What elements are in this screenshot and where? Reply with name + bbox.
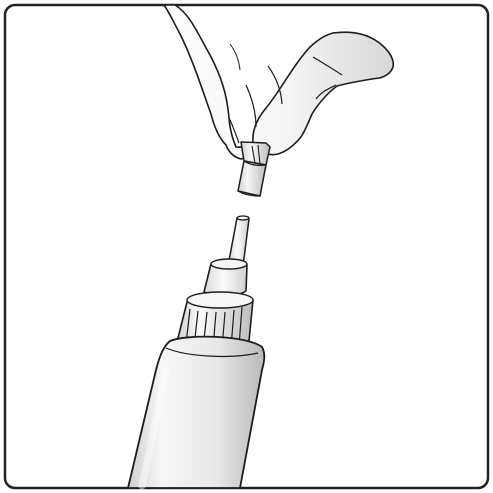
- bottle-neck-icon: [204, 259, 247, 296]
